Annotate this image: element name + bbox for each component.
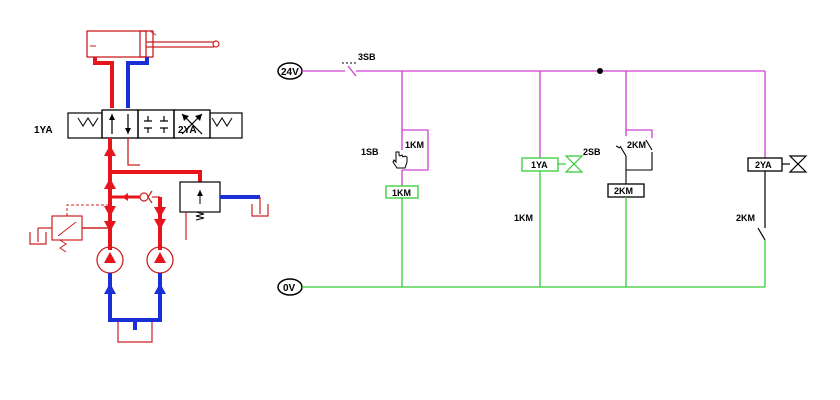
relay-2-coil-label: 2KM	[614, 186, 633, 196]
flow-arrow-down	[104, 206, 116, 217]
blocked-port	[160, 127, 168, 133]
flow-arrow-down	[154, 207, 166, 218]
flow-arrow	[109, 114, 115, 120]
valve-spring-right	[211, 117, 233, 127]
valve-right-solenoid-label: 2YA	[178, 125, 197, 136]
stop-button-3sb: 3SB	[338, 52, 376, 77]
cylinder-port-a-line	[93, 57, 114, 108]
terminal-24v-label: 24V	[281, 67, 299, 78]
contact-1km-label: 1KM	[514, 213, 533, 223]
seal-2-contact-label: 2KM	[627, 140, 646, 150]
hydraulic-cylinder	[86, 30, 220, 58]
button-2sb-label: 2SB	[583, 147, 601, 157]
reservoir-tank	[117, 322, 153, 343]
check-valve-arrow	[122, 193, 128, 201]
blocked-port	[144, 116, 152, 122]
stop-button-label: 3SB	[358, 52, 376, 62]
contact-2km	[757, 227, 766, 241]
relief-valve-body	[51, 215, 83, 241]
seal-2-loop-top	[626, 129, 653, 138]
contact-2km-label: 2KM	[736, 213, 755, 223]
seal-2-contact	[645, 139, 653, 151]
pump-arrow	[104, 252, 116, 263]
valve-spring-left	[77, 117, 99, 127]
terminal-0v: 0V	[277, 278, 303, 296]
cylinder-port-b-line	[126, 57, 149, 108]
flow-arrow	[195, 114, 202, 121]
check-valve-ball	[139, 192, 149, 202]
check-valve	[139, 190, 166, 250]
relay-1-coil-label: 1KM	[392, 188, 411, 198]
valve-triangle-bottom	[564, 163, 584, 173]
button-2sb-actuator	[615, 145, 621, 149]
seal-2-loop-bottom	[626, 152, 653, 171]
button-2sb-contact	[619, 145, 627, 186]
terminal-0v-label: 0V	[283, 283, 296, 294]
flow-arrow	[125, 128, 131, 134]
cylinder-piston	[139, 30, 147, 58]
valve-envelope-left	[101, 109, 139, 139]
seal-contact-label: 1KM	[405, 140, 424, 150]
cylinder-body	[86, 30, 154, 58]
check-valve-seat	[147, 190, 153, 204]
valve-right-actuator	[209, 112, 243, 139]
directional-control-valve: 1YA 2YA	[34, 109, 243, 139]
start-button-label: 1SB	[361, 147, 379, 157]
branch-solenoid-2ya: 2YA 2KM	[736, 71, 808, 287]
suction-arrow	[154, 283, 166, 294]
tank-symbol	[251, 204, 269, 217]
hydraulic-pump-2	[146, 246, 174, 274]
stop-button-contact	[338, 65, 360, 77]
pump-arrow	[154, 252, 166, 263]
solenoid-2ya-label: 2YA	[755, 160, 772, 170]
blocked-port	[144, 127, 152, 133]
terminal-24v: 24V	[277, 62, 303, 80]
relief-valve-spring	[59, 239, 67, 253]
flow-arrow-down	[154, 219, 166, 230]
suction-line	[108, 273, 162, 322]
hand-pointer-icon[interactable]	[392, 151, 408, 169]
valve-triangle-bottom	[788, 163, 808, 173]
rod-end-eye	[212, 40, 220, 48]
flow-arrow	[182, 114, 189, 121]
branch-relay-1: 1KM 1SB 1KM	[361, 71, 429, 287]
blocked-port	[160, 116, 168, 122]
junction-dot	[597, 68, 603, 74]
solenoid-1ya-label: 1YA	[531, 160, 548, 170]
hydraulic-pump-1	[96, 246, 124, 274]
pressure-switch	[179, 181, 269, 240]
cushion-mark-2	[149, 30, 157, 36]
valve-left-actuator	[67, 112, 103, 139]
branch-solenoid-1ya: 1YA 1KM	[514, 71, 584, 287]
tank-symbol	[29, 232, 47, 245]
flow-arrow-up	[104, 178, 116, 189]
hydraulic-circuit: 1YA 2YA	[29, 30, 269, 343]
valve-triangle-top	[564, 155, 584, 165]
valve-triangle-top	[788, 155, 808, 165]
electrical-circuit: 24V 0V 3SB 1KM 1SB	[277, 52, 808, 296]
relief-pilot-line	[66, 204, 110, 216]
seal-contact-loop	[402, 129, 429, 171]
pressure-switch-arrow	[197, 190, 203, 196]
valve-left-solenoid-label: 1YA	[34, 125, 53, 136]
flow-arrow-down	[104, 221, 116, 232]
suction-arrow	[104, 283, 116, 294]
valve-tank-line	[127, 138, 140, 166]
valve-envelope-center	[137, 109, 175, 139]
pressure-switch-line	[110, 170, 202, 182]
pressure-switch-spring	[195, 211, 205, 221]
relief-valve	[29, 204, 110, 253]
branch-relay-2: 2KM 2SB 2KM	[583, 71, 653, 287]
flow-arrow-up	[104, 145, 116, 156]
valve-symbol-2ya	[788, 155, 808, 173]
relief-valve-arrow	[57, 221, 77, 237]
valve-symbol-1ya	[564, 155, 584, 173]
